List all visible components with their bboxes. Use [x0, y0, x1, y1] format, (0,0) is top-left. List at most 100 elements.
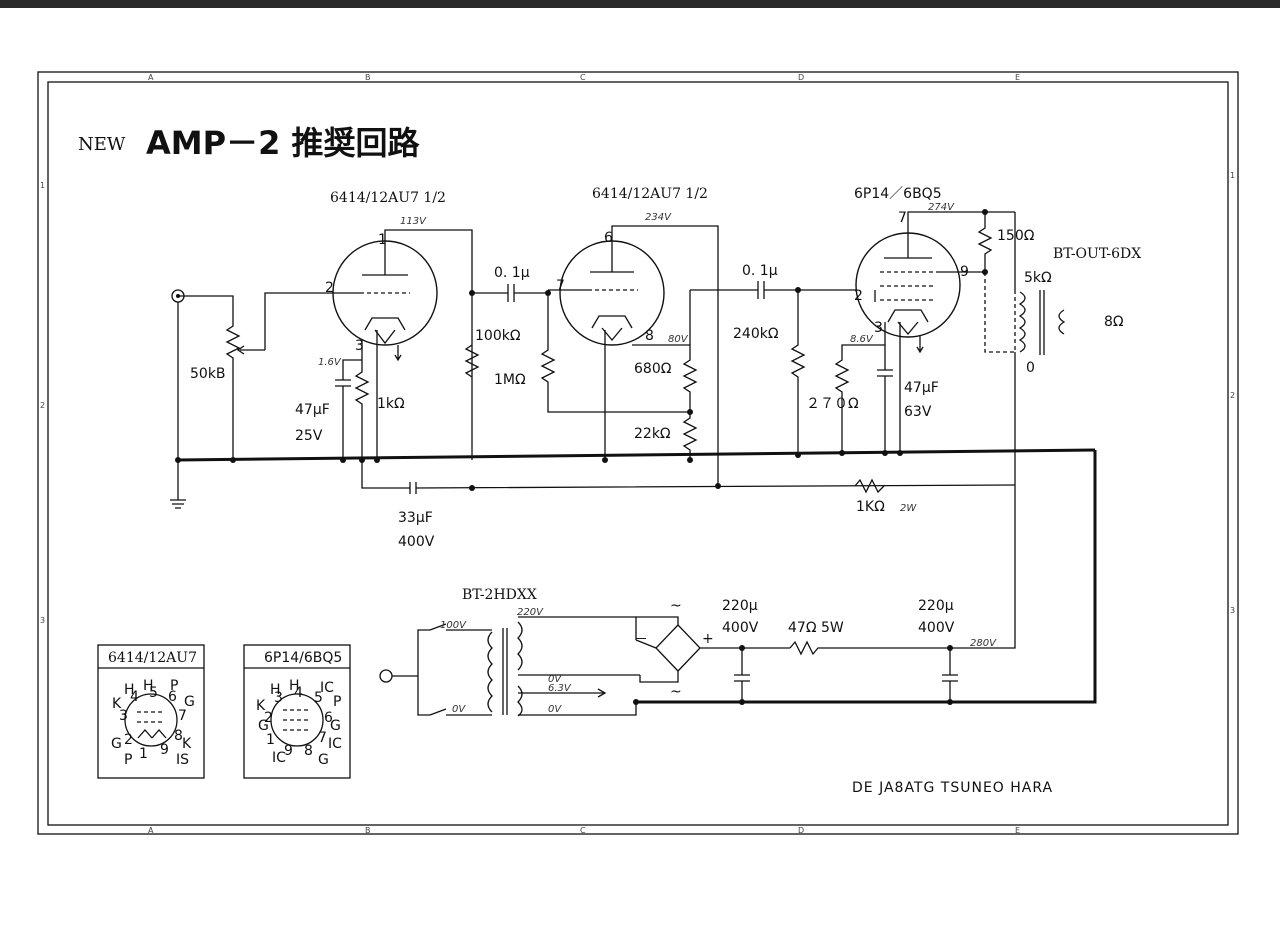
svg-text:IC: IC	[320, 680, 334, 696]
output-transformer-label: BT-OUT-6DX	[1053, 246, 1141, 262]
svg-text:7: 7	[318, 730, 327, 746]
psu-resistor	[789, 640, 950, 656]
v3-plate	[884, 211, 985, 259]
svg-text:4: 4	[130, 689, 139, 705]
tube-v1-label: 6414/12AU7 1/2	[330, 190, 446, 206]
svg-text:150Ω: 150Ω	[997, 228, 1035, 244]
pinout-6bq5-socket	[270, 693, 324, 747]
outer-frame	[37, 71, 1239, 835]
power-transformer-label: BT-2HDXX	[462, 587, 537, 603]
pinout-box-6bq5	[243, 644, 351, 779]
v1-cathode	[364, 317, 406, 331]
svg-text:47μF: 47μF	[904, 380, 939, 396]
svg-text:8: 8	[645, 328, 654, 344]
svg-text:~: ~	[670, 598, 682, 614]
svg-text:1kΩ: 1kΩ	[377, 396, 405, 412]
v3-cathode-resistor	[834, 322, 886, 453]
tube-v3-label: 6P14／6BQ5	[854, 186, 942, 202]
v2-plate-voltage: 234V	[645, 212, 672, 223]
svg-text:6: 6	[168, 689, 177, 705]
svg-text:K: K	[256, 698, 266, 714]
svg-text:1MΩ: 1MΩ	[494, 372, 526, 388]
svg-text:8: 8	[304, 743, 313, 759]
svg-text:3: 3	[274, 690, 283, 706]
svg-text:1: 1	[139, 746, 148, 762]
svg-text:２７０Ω: ２７０Ω	[806, 396, 859, 412]
grid-row-left: 1	[40, 181, 45, 190]
svg-text:25V: 25V	[295, 428, 323, 444]
v2-cathode-resistors	[632, 344, 698, 460]
svg-text:P: P	[124, 752, 132, 768]
grid-col-bottom: E	[1015, 826, 1020, 835]
svg-text:220V: 220V	[517, 607, 544, 618]
grid-col-top: D	[798, 73, 804, 82]
v3-cathode-cap	[877, 345, 893, 453]
v3-grids	[880, 271, 936, 301]
svg-text:22kΩ: 22kΩ	[634, 426, 671, 442]
volume-label: 50kB	[190, 366, 226, 382]
grid-row-left: 2	[40, 401, 45, 410]
svg-text:+: +	[702, 631, 714, 647]
svg-text:6: 6	[324, 710, 333, 726]
svg-text:0: 0	[1026, 360, 1035, 376]
svg-text:3: 3	[355, 338, 364, 354]
grid-row-left: 3	[40, 616, 45, 625]
svg-text:H: H	[270, 682, 281, 698]
v2-cathode	[591, 315, 633, 329]
svg-text:0. 1μ: 0. 1μ	[494, 265, 530, 281]
svg-text:－: －	[634, 632, 648, 648]
output-primary-coil	[1018, 291, 1026, 353]
v1-plate-voltage: 113V	[400, 216, 427, 227]
volume-pot	[178, 295, 241, 460]
svg-text:7: 7	[178, 708, 187, 724]
svg-text:47Ω 5W: 47Ω 5W	[788, 620, 844, 636]
v1-cathode-resistor	[354, 340, 370, 460]
v3-cathode	[887, 309, 929, 323]
ground-symbol-icon	[170, 499, 186, 509]
svg-text:3: 3	[874, 320, 883, 336]
output-ul-tap	[984, 272, 1016, 353]
svg-text:100kΩ: 100kΩ	[475, 328, 521, 344]
svg-text:5: 5	[149, 685, 158, 701]
svg-text:400V: 400V	[398, 534, 435, 550]
svg-text:0V: 0V	[548, 704, 562, 715]
tube-v2-label: 6414/12AU7 1/2	[592, 186, 708, 202]
svg-text:G: G	[184, 694, 195, 710]
svg-text:2W: 2W	[900, 503, 917, 514]
svg-text:400V: 400V	[722, 620, 759, 636]
dropping-resistor	[854, 478, 885, 494]
svg-text:H: H	[124, 682, 135, 698]
v3-cathode-voltage: 8.6V	[850, 334, 874, 345]
svg-text:7: 7	[898, 210, 907, 226]
output-secondary-coil	[1058, 309, 1066, 335]
coupling-cap-1	[472, 284, 548, 302]
svg-text:0V: 0V	[548, 674, 562, 685]
grid-row-right: 2	[1230, 391, 1235, 400]
svg-text:47μF: 47μF	[295, 402, 330, 418]
scan-top-edge	[0, 0, 1280, 8]
mains-switch	[429, 623, 492, 716]
svg-text:0V: 0V	[452, 704, 466, 715]
psu-cap-2	[942, 648, 958, 702]
grid-row-right: 3	[1230, 606, 1235, 615]
bridge-rectifier	[655, 624, 701, 672]
coupling-cap-2	[690, 281, 875, 299]
svg-text:5kΩ: 5kΩ	[1024, 270, 1052, 286]
author-credit: DE JA8ATG TSUNEO HARA	[852, 780, 1053, 796]
svg-text:IC: IC	[328, 736, 342, 752]
svg-text:IC: IC	[272, 750, 286, 766]
svg-text:6.3V: 6.3V	[548, 683, 572, 694]
b-plus-voltage: 280V	[970, 638, 997, 649]
svg-text:63V: 63V	[904, 404, 932, 420]
svg-text:9: 9	[960, 264, 969, 280]
v2-grid-resistor	[540, 293, 690, 413]
svg-text:33μF: 33μF	[398, 510, 433, 526]
svg-text:H: H	[143, 678, 154, 694]
grid-col-top: E	[1015, 73, 1020, 82]
svg-text:220μ: 220μ	[918, 598, 954, 614]
svg-text:240kΩ: 240kΩ	[733, 326, 779, 342]
svg-text:1: 1	[378, 232, 387, 248]
power-core	[502, 628, 508, 715]
v3-heater	[897, 321, 924, 354]
